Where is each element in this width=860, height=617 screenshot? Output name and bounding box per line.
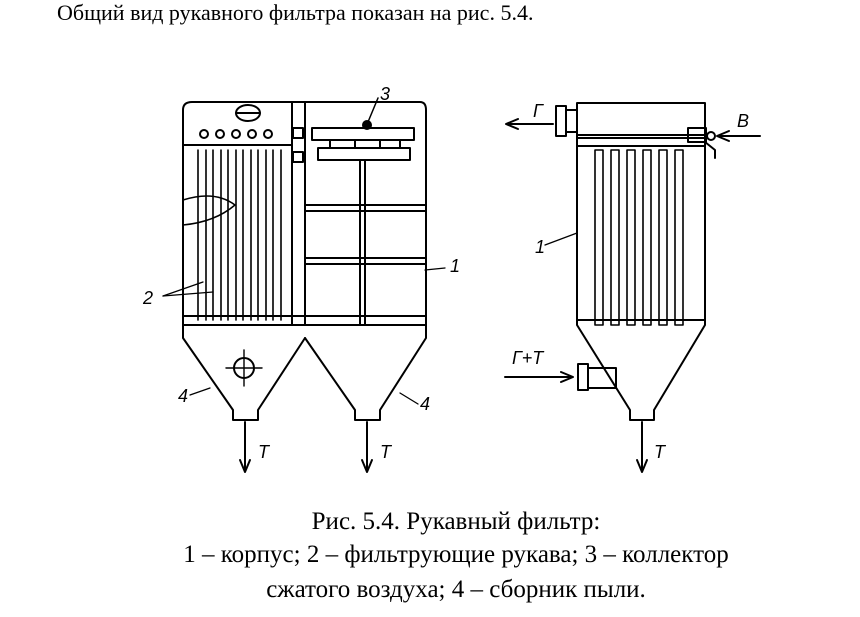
- label-hopper-right: 4: [420, 394, 430, 414]
- label-housing-left: 1: [450, 256, 460, 276]
- figure-caption-title: Рис. 5.4. Рукавный фильтр:: [311, 508, 601, 535]
- label-gas-dust-in: Г+Т: [512, 348, 545, 368]
- intro-paragraph: Общий вид рукавного фильтра показан на р…: [57, 0, 534, 25]
- label-dust-out-right: Т: [380, 442, 393, 462]
- label-air-in: В: [737, 111, 749, 131]
- label-dust-out: Т: [654, 442, 667, 462]
- right-view-drawing: [504, 102, 761, 473]
- sleeve-filter-figure: 3 1 2 4 4 Т Т Г В 1 Г+Т Т: [142, 84, 761, 473]
- figure-caption-legend-line2: сжатого воздуха; 4 – сборник пыли.: [266, 576, 646, 603]
- figure-caption-legend-line1: 1 – корпус; 2 – фильтрующие рукава; 3 – …: [183, 541, 729, 568]
- label-collector: 3: [380, 84, 390, 104]
- label-gas-out: Г: [533, 101, 544, 121]
- label-housing-right: 1: [535, 237, 545, 257]
- label-dust-out-left: Т: [258, 442, 271, 462]
- left-view-drawing: [162, 97, 446, 473]
- label-hopper-left: 4: [178, 386, 188, 406]
- label-sleeves: 2: [142, 288, 153, 308]
